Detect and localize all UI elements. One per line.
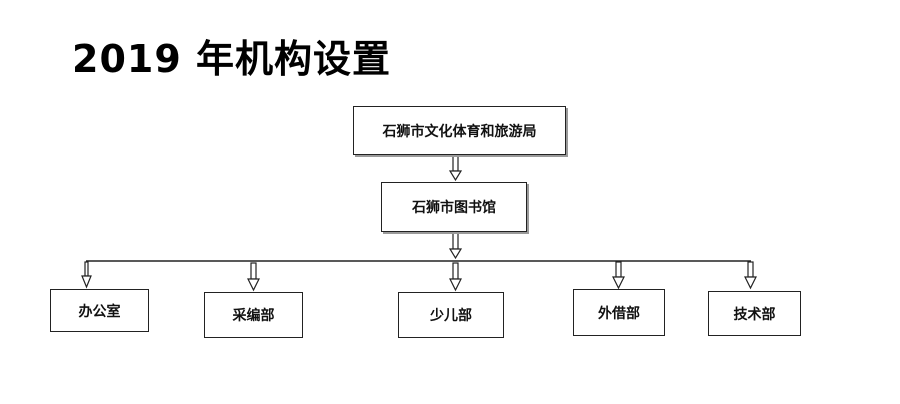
arrow-top-to-middle	[448, 154, 463, 182]
org-box-lending: 外借部	[573, 289, 665, 336]
arrow-to-lending	[612, 261, 625, 290]
org-box-office: 办公室	[50, 289, 149, 332]
page-title: 2019 年机构设置	[72, 37, 391, 81]
arrow-middle-to-branch	[448, 232, 463, 260]
org-box-library: 石狮市图书馆	[381, 182, 527, 232]
arrow-to-children	[449, 262, 462, 292]
arrow-to-tech	[744, 261, 757, 290]
org-box-children: 少儿部	[398, 292, 504, 338]
arrow-to-office	[81, 261, 92, 289]
org-box-bureau: 石狮市文化体育和旅游局	[353, 106, 566, 155]
org-box-tech: 技术部	[708, 291, 801, 336]
org-box-cataloging: 采编部	[204, 292, 303, 338]
arrow-to-cataloging	[247, 262, 260, 292]
